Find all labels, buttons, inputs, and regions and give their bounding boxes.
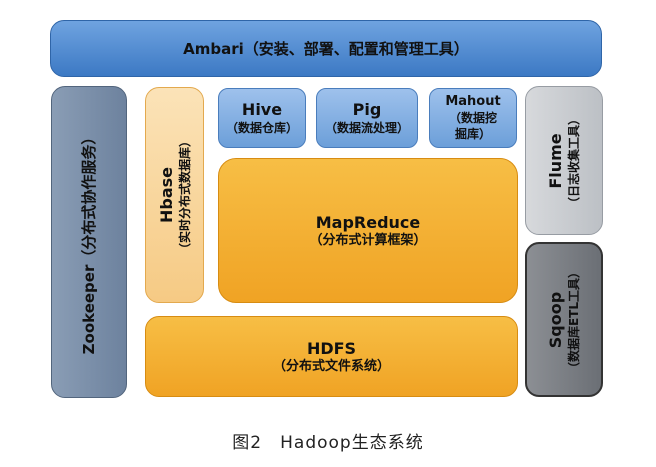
pig-subtitle: （数据流处理） [324, 121, 409, 135]
hdfs-subtitle: （分布式文件系统） [272, 358, 390, 374]
ambari-box: Ambari（安装、部署、配置和管理工具） [50, 20, 602, 77]
flume-box: Flume （日志收集工具） [525, 86, 603, 235]
hdfs-box: HDFS （分布式文件系统） [145, 316, 518, 397]
flume-text: Flume （日志收集工具） [546, 112, 582, 208]
mahout-box: Mahout （数据挖 掘库） [429, 88, 517, 148]
hbase-subtitle: （实时分布式数据库） [177, 134, 192, 256]
sqoop-subtitle: （数据库ETL工具） [567, 265, 581, 374]
sqoop-title: Sqoop [546, 291, 565, 348]
pig-box: Pig （数据流处理） [316, 88, 418, 148]
hbase-title: Hbase [156, 166, 176, 224]
mapreduce-box: MapReduce （分布式计算框架） [218, 158, 518, 303]
hbase-box: Hbase （实时分布式数据库） [145, 87, 204, 303]
mapreduce-title: MapReduce [315, 212, 421, 232]
flume-title: Flume [546, 132, 565, 189]
sqoop-box: Sqoop （数据库ETL工具） [525, 242, 603, 397]
hdfs-title: HDFS [306, 338, 357, 358]
hive-title: Hive [241, 100, 283, 119]
hive-box: Hive （数据仓库） [218, 88, 306, 148]
zookeeper-label: Zookeeper（分布式协作服务） [80, 129, 98, 355]
hive-subtitle: （数据仓库） [225, 121, 298, 135]
mahout-subtitle-line2: 掘库） [454, 127, 491, 141]
ambari-label: Ambari（安装、部署、配置和管理工具） [183, 39, 469, 58]
mahout-title: Mahout [445, 94, 501, 109]
zookeeper-box: Zookeeper（分布式协作服务） [51, 86, 127, 398]
sqoop-text: Sqoop （数据库ETL工具） [546, 265, 582, 373]
hbase-text: Hbase （实时分布式数据库） [157, 135, 193, 255]
zookeeper-text: Zookeeper（分布式协作服务） [79, 130, 99, 355]
mahout-subtitle-line1: （数据挖 [448, 111, 497, 125]
mapreduce-subtitle: （分布式计算框架） [309, 232, 427, 248]
pig-title: Pig [352, 100, 382, 119]
figure-caption: 图2 Hadoop生态系统 [232, 433, 424, 453]
flume-subtitle: （日志收集工具） [567, 112, 581, 209]
